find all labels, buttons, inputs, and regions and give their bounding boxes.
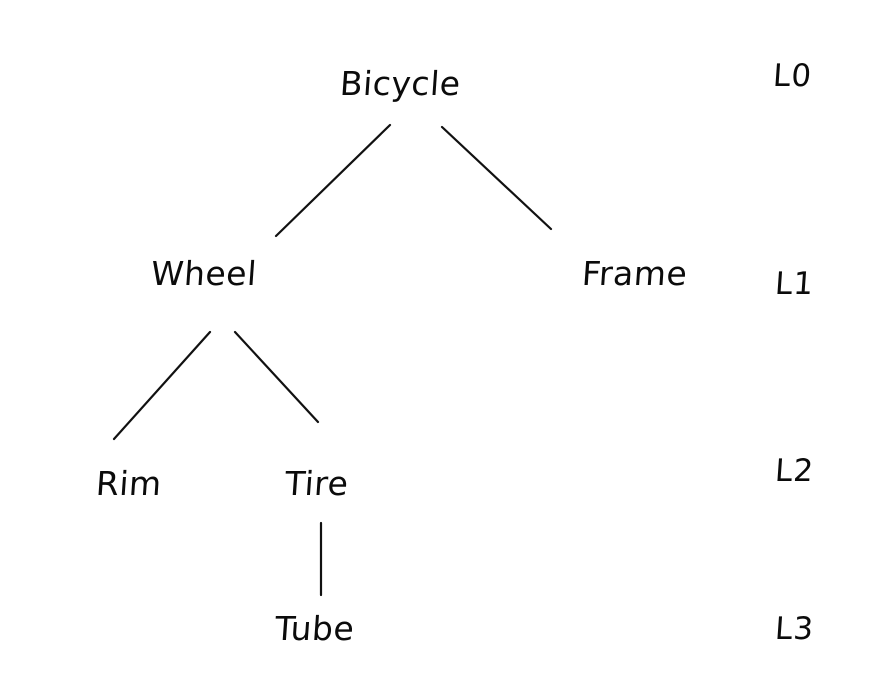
node-bicycle: Bicycle xyxy=(338,64,462,103)
level-marker-l3: L3 xyxy=(773,611,816,647)
node-frame: Frame xyxy=(580,254,689,293)
node-tube: Tube xyxy=(273,609,356,648)
edge-wheel-rim xyxy=(112,330,212,441)
node-tire: Tire xyxy=(283,464,350,503)
edge-bicycle-wheel xyxy=(274,123,392,238)
node-wheel: Wheel xyxy=(149,254,259,293)
level-marker-l0: L0 xyxy=(771,58,814,94)
level-marker-l1: L1 xyxy=(773,266,816,302)
edge-wheel-tire xyxy=(233,330,320,424)
level-marker-l2: L2 xyxy=(773,453,816,489)
edge-bicycle-frame xyxy=(440,125,553,231)
node-rim: Rim xyxy=(94,464,164,503)
